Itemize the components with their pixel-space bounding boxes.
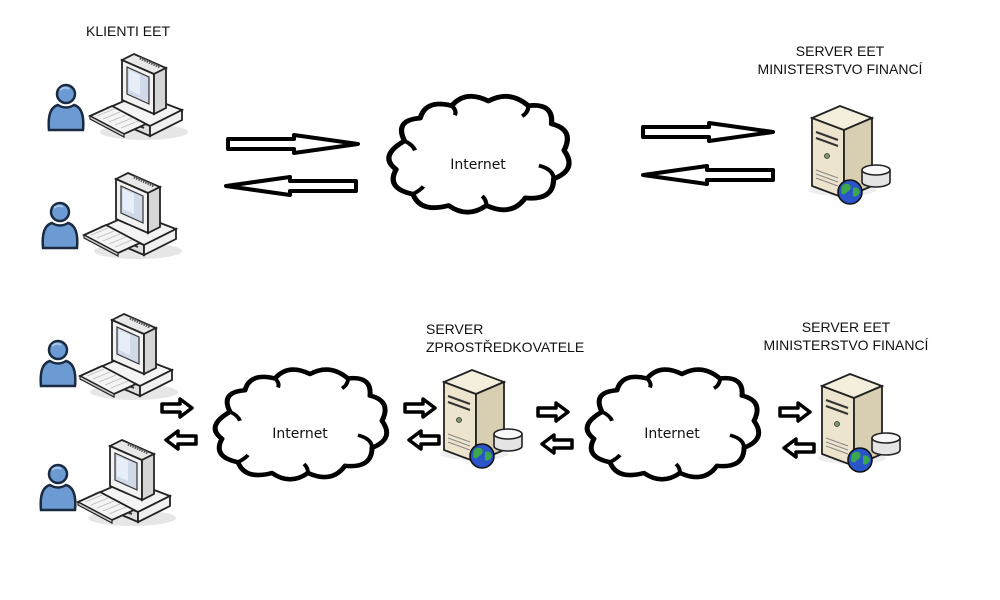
server-eet-label-line1: SERVER EET — [795, 43, 885, 59]
user-icon — [39, 463, 77, 512]
arrow-icon-right — [160, 397, 194, 419]
cloud-icon — [215, 370, 387, 480]
user-icon — [47, 83, 85, 132]
arrow-icon-left — [164, 429, 198, 451]
arrow-icon-right — [403, 397, 437, 419]
cloud-icon — [587, 370, 759, 480]
arrow-icon-right — [226, 133, 360, 155]
arrow-icon-left — [641, 164, 775, 186]
cloud-label-bottom-1: Internet — [272, 426, 328, 442]
intermediary-label-line2: ZPROSTŘEDKOVATELE — [426, 339, 585, 355]
workstation-icon — [82, 171, 184, 261]
server-eet-label-bottom: SERVER EET MINISTERSTVO FINANCÍ — [746, 318, 946, 354]
server-icon — [817, 373, 901, 473]
arrow-icon-left — [782, 437, 816, 459]
server-eet-label-line2: MINISTERSTVO FINANCÍ — [763, 337, 929, 353]
cloud-label-bottom-2: Internet — [644, 426, 700, 442]
cloud-label-top: Internet — [450, 157, 506, 173]
arrow-icon-left — [407, 429, 441, 451]
server-eet-label-top: SERVER EET MINISTERSTVO FINANCÍ — [740, 42, 940, 78]
workstation-icon — [76, 438, 178, 528]
arrow-icon-right — [536, 401, 570, 423]
server-icon — [807, 105, 891, 205]
server-eet-label-line2: MINISTERSTVO FINANCÍ — [757, 61, 923, 77]
clients-label: KLIENTI EET — [86, 23, 171, 39]
workstation-icon — [88, 52, 190, 142]
arrow-icon-right — [641, 121, 775, 143]
arrow-icon-left — [224, 175, 358, 197]
arrow-icon-left — [540, 433, 574, 455]
server-icon — [439, 369, 523, 469]
workstation-icon — [78, 312, 180, 402]
server-eet-label-line1: SERVER EET — [801, 319, 891, 335]
user-icon — [41, 201, 79, 250]
user-icon — [39, 339, 77, 388]
arrow-icon-right — [778, 401, 812, 423]
intermediary-label-line1: SERVER — [426, 321, 484, 337]
intermediary-server-label: SERVER ZPROSTŘEDKOVATELE — [426, 320, 584, 356]
cloud-icon — [389, 96, 569, 212]
